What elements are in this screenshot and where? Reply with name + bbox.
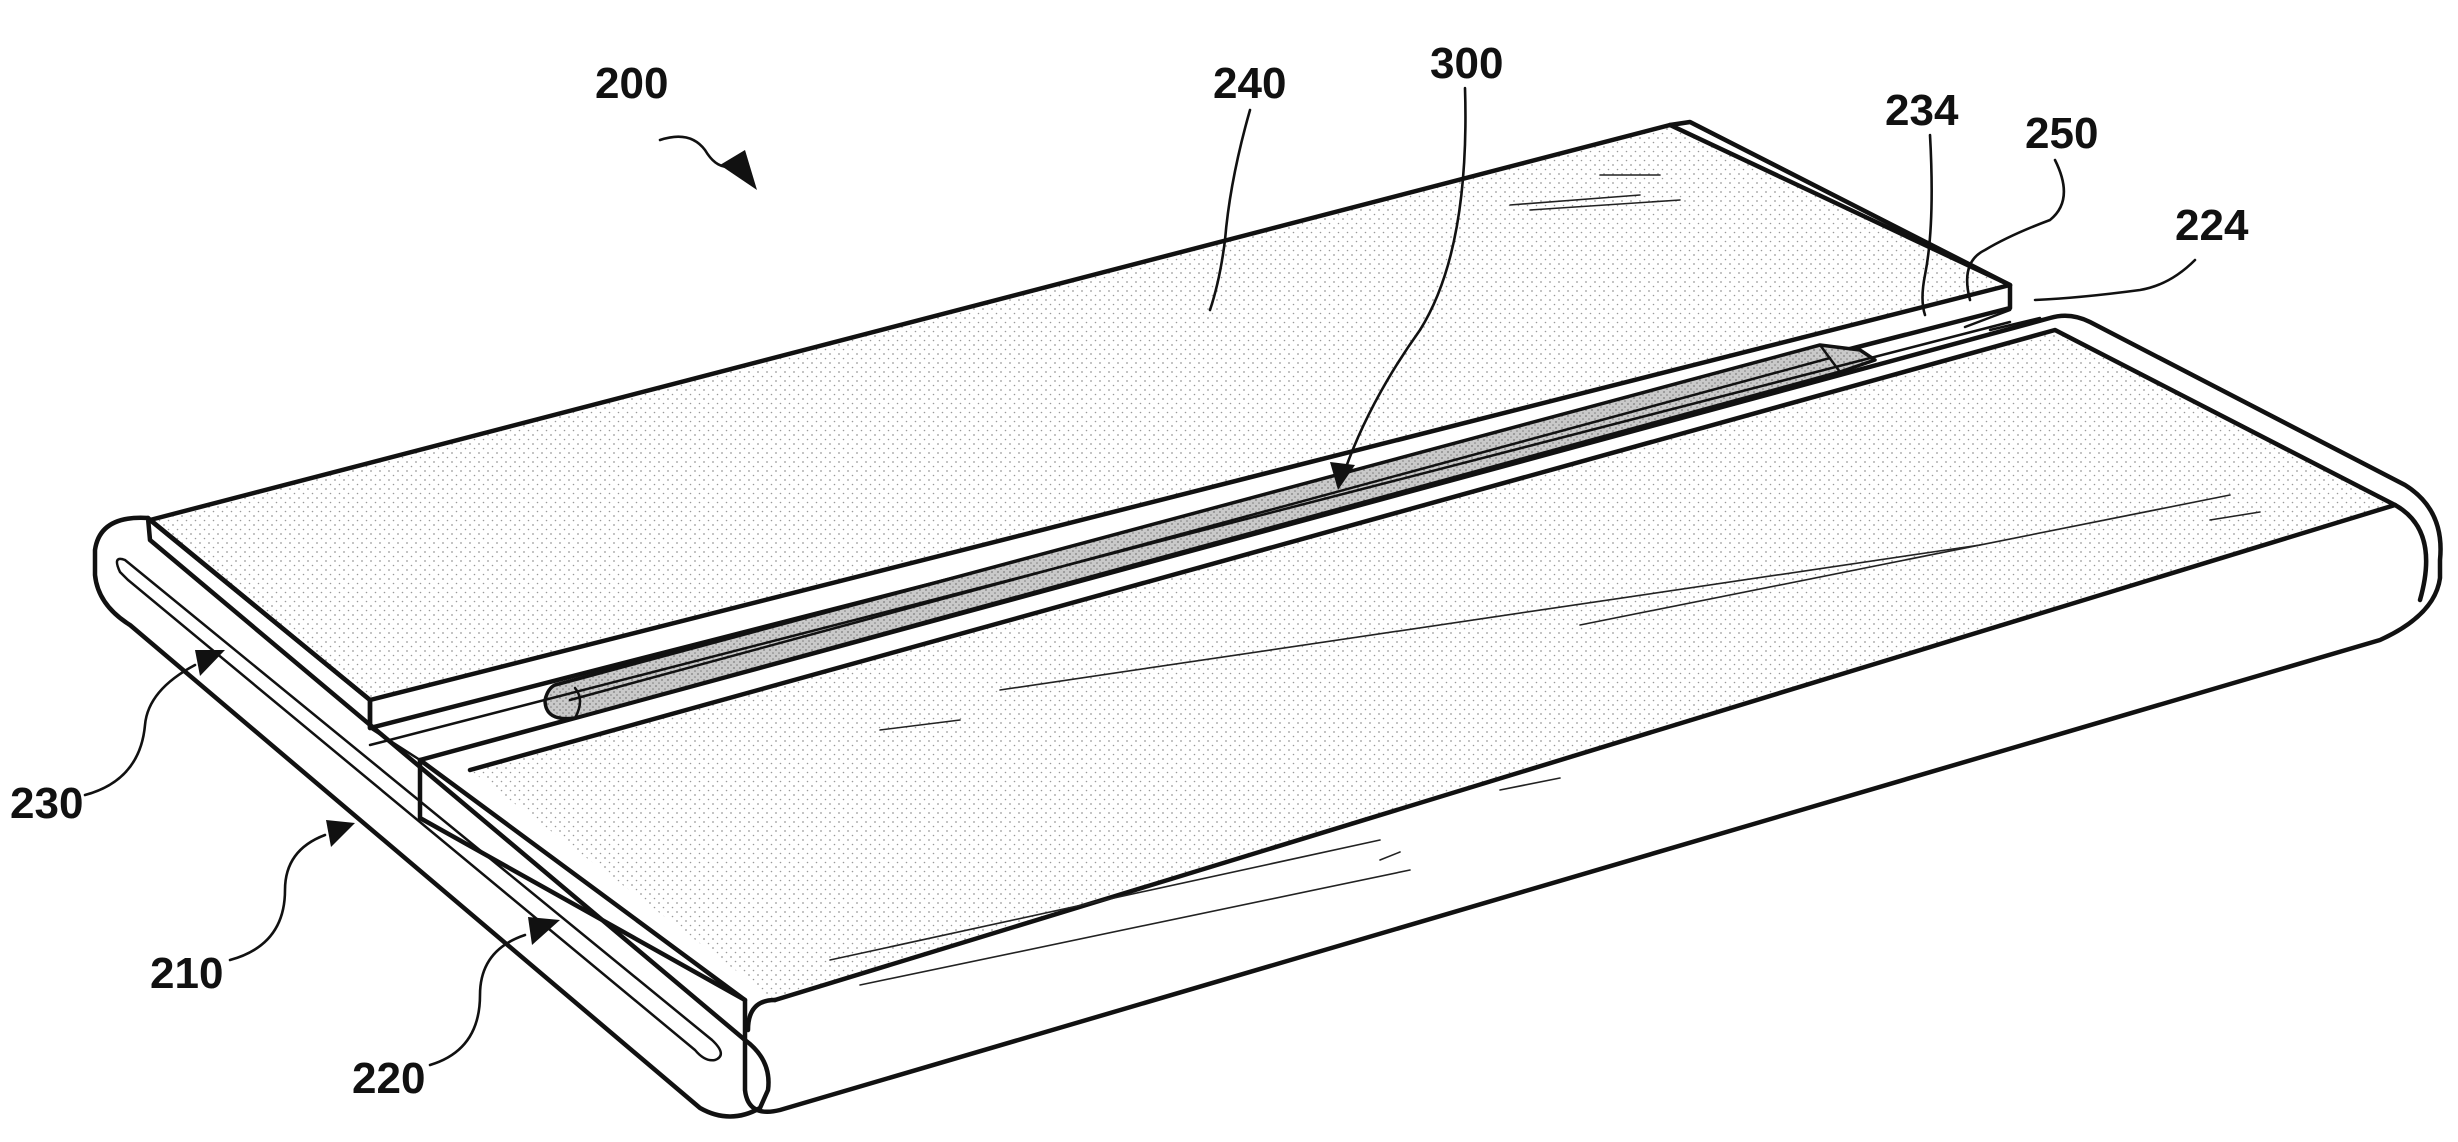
- leader-200: [658, 135, 737, 168]
- leader-240: [1208, 108, 1252, 312]
- lower-panel-outline: [417, 313, 2443, 1114]
- end-cap-ridge: [145, 515, 373, 703]
- reflections: [829, 174, 2261, 986]
- leader-250: [1965, 158, 2066, 302]
- lower-screen-surface: [470, 330, 2395, 1000]
- end-cap-inner-top: [368, 726, 422, 762]
- end-cap-slot: [115, 557, 722, 1062]
- arrow-200: [720, 150, 757, 190]
- label-234: 234: [1885, 86, 1959, 135]
- lower-panel: [417, 313, 2443, 1114]
- label-250: 250: [2025, 109, 2098, 158]
- leaders: [83, 86, 2197, 1067]
- lower-front-thickness: [745, 997, 778, 1033]
- stylus: [543, 343, 1877, 721]
- upper-screen-surface: [150, 125, 2010, 700]
- label-210: 210: [150, 949, 223, 998]
- gap-line-b: [1963, 308, 2012, 329]
- leader-300: [1343, 86, 1467, 472]
- arrow-210: [326, 820, 355, 847]
- label-300: 300: [1430, 39, 1503, 88]
- upper-back-rim: [1667, 119, 2013, 288]
- lower-right-curve: [2392, 502, 2429, 603]
- gap-line-a: [368, 320, 2012, 747]
- leader-210: [228, 833, 327, 962]
- arrow-220: [528, 917, 560, 945]
- arrow-300: [1330, 462, 1355, 490]
- stylus-highlight: [568, 356, 1832, 702]
- label-240: 240: [1213, 59, 1286, 108]
- leader-220: [428, 933, 527, 1067]
- end-cap: [92, 515, 771, 1119]
- gap-lines: [368, 308, 2042, 747]
- stylus-end: [573, 686, 582, 720]
- leader-230: [83, 663, 197, 797]
- lower-bezel-inner: [467, 327, 2398, 773]
- arrow-230: [195, 650, 225, 676]
- label-200: 200: [595, 59, 668, 108]
- label-230: 230: [10, 779, 83, 828]
- leader-224: [2033, 258, 2197, 302]
- reference-labels: 200 240 300 234 250 224 230 210 220: [10, 39, 2249, 1103]
- lower-left-face: [417, 757, 748, 1003]
- lower-bezel-front: [772, 502, 2398, 1003]
- end-cap-outline: [92, 515, 771, 1119]
- gap-line-c: [1988, 316, 2042, 332]
- stylus-body: [543, 343, 1877, 721]
- upper-front-edge: [367, 282, 2013, 703]
- label-224: 224: [2175, 201, 2249, 250]
- label-220: 220: [352, 1054, 425, 1103]
- leader-234: [1921, 133, 1933, 317]
